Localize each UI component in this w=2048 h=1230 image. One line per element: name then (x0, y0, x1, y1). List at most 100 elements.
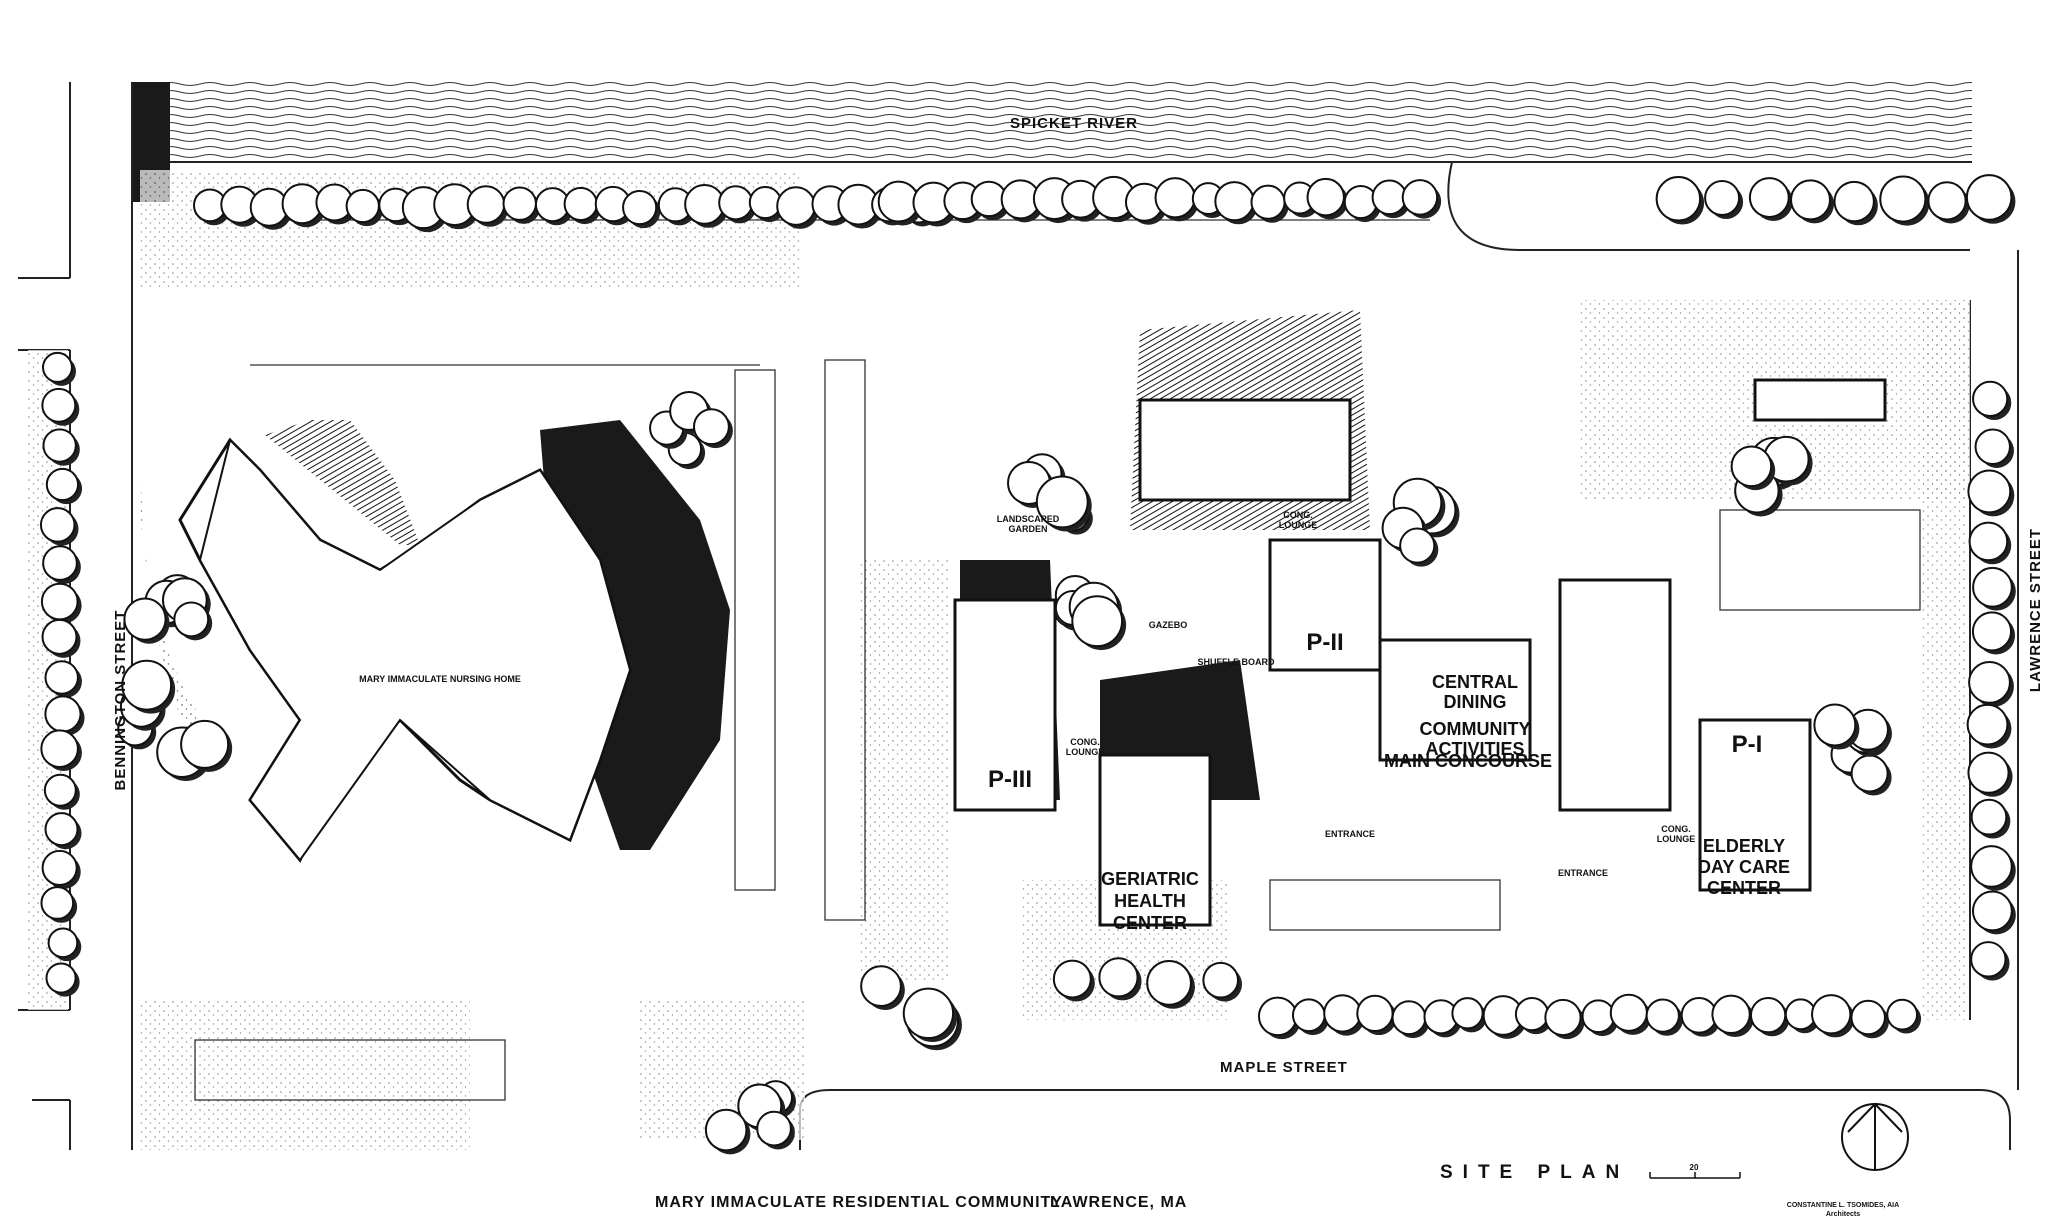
tree (1972, 566, 2013, 608)
tree (1581, 999, 1616, 1034)
tree (1749, 997, 1787, 1034)
tree (718, 185, 754, 221)
north-arrow (1841, 1102, 1909, 1171)
tree (1965, 174, 2013, 221)
tree (1711, 994, 1751, 1035)
tree (902, 987, 955, 1040)
nursing-home-label: MARY IMMACULATE NURSING HOME (359, 674, 521, 684)
tree (1886, 998, 1919, 1031)
tree (40, 886, 75, 920)
tree (1306, 177, 1345, 217)
lounge-label-3b: LOUNGE (1657, 834, 1696, 844)
building-p2-label: P-II (1306, 629, 1343, 656)
tree (44, 812, 79, 847)
tree (1970, 941, 2007, 978)
tree (1967, 469, 2012, 514)
tree (1966, 703, 2009, 746)
garden-label-1: LANDSCAPED (997, 514, 1060, 524)
tree (42, 545, 78, 581)
tree (40, 582, 79, 621)
shuffleboard-label: SHUFFLE BOARD (1198, 657, 1275, 667)
tree (44, 695, 82, 733)
tree (41, 387, 77, 423)
tree (756, 1110, 792, 1147)
labels: SPICKET RIVER BENNINGTON STREET LAWRENCE… (112, 115, 2044, 1076)
lounge-label-2b: LOUNGE (1279, 520, 1318, 530)
street-label-west: BENNINGTON STREET (112, 610, 129, 791)
tree (1704, 179, 1741, 216)
tree (1968, 521, 2009, 562)
tree (1146, 959, 1192, 1006)
entrance-label-1: ENTRANCE (1325, 829, 1375, 839)
community-label-1: COMMUNITY (1420, 719, 1531, 739)
tree (44, 660, 79, 695)
project-location: LAWRENCE, MA (1050, 1194, 1187, 1211)
tree (1356, 994, 1394, 1033)
tree (1257, 996, 1298, 1037)
title-block: MARY IMMACULATE RESIDENTIAL COMMUNITY LA… (655, 1102, 1909, 1218)
tree (563, 186, 598, 222)
tree (123, 597, 167, 641)
elderly-label-3: CENTER (1707, 878, 1781, 898)
site-plan-label: SITE PLAN (1440, 1162, 1629, 1183)
parking-lot-southwest (194, 1039, 506, 1101)
tree (1655, 176, 1702, 222)
tree (1399, 527, 1436, 564)
geriatric-label-2: HEALTH (1114, 891, 1186, 911)
tree (1052, 959, 1092, 999)
tree (704, 1108, 748, 1152)
tree (1748, 177, 1790, 218)
tree (860, 965, 902, 1007)
tree (466, 185, 506, 224)
scale-bar: 20 (1649, 1163, 1741, 1179)
scale-bar-label: 20 (1690, 1163, 1699, 1172)
tree (1972, 380, 2009, 418)
lounge-label-1b: LOUNGE (1066, 747, 1105, 757)
tree (121, 659, 173, 711)
building-p3-label: P-III (988, 766, 1032, 793)
parking-east-lot (1719, 509, 1921, 611)
tree (1790, 179, 1831, 221)
tree (43, 773, 77, 807)
lounge-label-3a: CONG. (1661, 824, 1691, 834)
tree (692, 408, 730, 446)
parking-column-center (734, 359, 866, 921)
tree (1879, 175, 1927, 223)
garden-label-2: GARDEN (1008, 524, 1047, 534)
elderly-label-2: DAY CARE (1698, 857, 1790, 877)
tree (1202, 961, 1240, 999)
tree (47, 927, 79, 959)
tree (1970, 798, 2008, 836)
tree (1214, 181, 1255, 222)
elderly-label-1: ELDERLY (1703, 836, 1785, 856)
tree (1850, 754, 1889, 793)
tree (1833, 180, 1875, 223)
tree (42, 351, 73, 383)
lounge-label-1a: CONG. (1070, 737, 1100, 747)
building-p1-label: P-I (1732, 731, 1763, 758)
tree (1035, 475, 1089, 529)
architect-name: CONSTANTINE L. TSOMIDES, AIA (1787, 1202, 1899, 1209)
trees (39, 174, 2016, 1155)
tree (1730, 445, 1773, 488)
tree (502, 186, 537, 221)
tree (42, 428, 77, 463)
tree (180, 719, 230, 769)
tree (1514, 997, 1550, 1032)
campus-buildings (953, 310, 1887, 927)
tree (1544, 998, 1582, 1037)
geriatric-label-1: GERIATRIC (1101, 869, 1199, 889)
tree (1850, 999, 1886, 1036)
tree (1401, 179, 1439, 216)
tree (1250, 184, 1286, 220)
tree (1098, 957, 1139, 998)
tree (41, 618, 78, 655)
tree (1974, 428, 2011, 465)
parking-lot-south (1269, 879, 1501, 931)
architect-role: Architects (1826, 1211, 1860, 1218)
lounge-label-2a: CONG. (1283, 510, 1313, 520)
gazebo-label: GAZEBO (1149, 620, 1188, 630)
tree (1971, 611, 2013, 652)
tree (40, 729, 79, 768)
